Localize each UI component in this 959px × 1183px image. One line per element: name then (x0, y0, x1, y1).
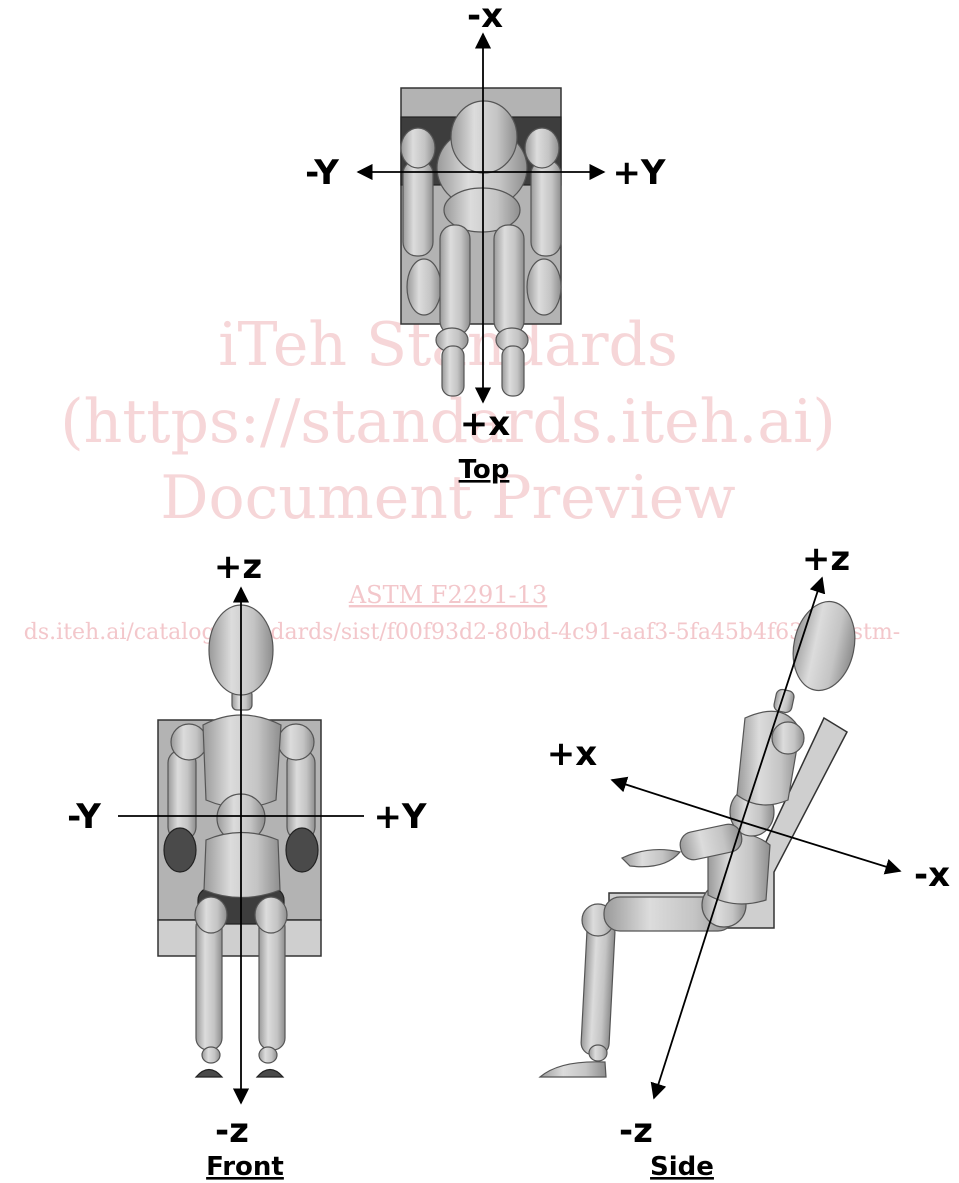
top-pos-x-label: +x (460, 404, 510, 444)
top-pos-y-label: +Y (612, 153, 665, 193)
top-neg-x-label: -x (467, 0, 503, 36)
side-neg-z-label: -z (619, 1111, 653, 1151)
side-mannequin-icon (540, 596, 863, 1077)
top-neg-y-label: -Y (305, 153, 339, 193)
front-seat-pan (158, 920, 321, 956)
front-pos-y-label: +Y (373, 797, 426, 837)
side-pos-z-label: +z (802, 539, 850, 579)
watermark-standard: ASTM F2291-13 (348, 581, 547, 609)
side-pos-x-arrow (612, 780, 742, 822)
watermark-line-2: (https://standards.iteh.ai) (60, 387, 835, 457)
front-caption: Front (206, 1152, 284, 1182)
front-neg-z-label: -z (215, 1111, 249, 1151)
front-pos-z-label: +z (214, 547, 262, 587)
side-pos-x-label: +x (547, 734, 597, 774)
front-neg-y-label: -Y (67, 797, 101, 837)
side-neg-z-arrow (654, 822, 742, 1098)
watermark-line-3: Document Preview (160, 463, 735, 533)
side-neg-x-label: -x (914, 855, 950, 895)
top-caption: Top (459, 455, 510, 485)
watermark-url: ds.iteh.ai/catalog/standards/sist/f00f93… (24, 620, 900, 645)
side-caption: Side (650, 1152, 714, 1182)
